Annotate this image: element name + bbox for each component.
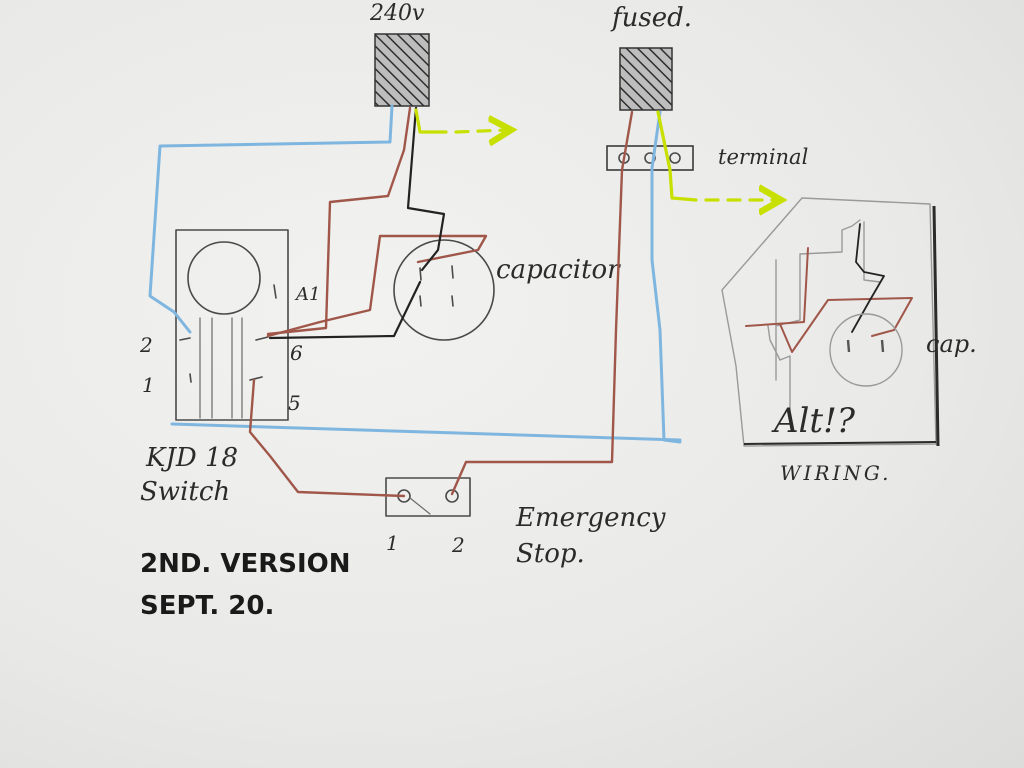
label-pin-2: 2 [139, 333, 153, 357]
label-a1: A1 [294, 284, 320, 305]
supply-plug-240v [374, 33, 430, 107]
version-line-1: 2ND. VERSION [140, 549, 351, 579]
blue-wire [148, 104, 682, 444]
label-pin-1: 1 [142, 373, 155, 397]
terminal-block [606, 145, 694, 171]
label-alt-cap: cap. [926, 330, 977, 358]
switch-label-line2: Switch [140, 477, 230, 507]
label-capacitor: capacitor [496, 255, 621, 285]
label-alt-wiring: WIRING. [780, 461, 892, 485]
estop-label-line1: Emergency [515, 503, 666, 533]
label-alt: Alt!? [771, 401, 856, 441]
black-wire [268, 106, 446, 340]
alt-wiring-box [721, 197, 940, 447]
earth-arrow-lower [656, 110, 778, 200]
fused-plug [619, 47, 673, 111]
brown-wire [248, 106, 634, 498]
switch-label-line1: KJD 18 [145, 443, 238, 473]
label-fused: fused. [610, 3, 692, 33]
label-pin-6: 6 [290, 341, 303, 365]
kjd18-switch [175, 229, 289, 421]
label-240v: 240v [369, 1, 425, 26]
version-line-2: SEPT. 20. [140, 591, 274, 621]
emergency-stop [385, 477, 471, 517]
label-pin-5: 5 [288, 391, 301, 415]
estop-pin-1: 1 [386, 531, 399, 555]
earth-arrow-upper [414, 108, 508, 132]
label-terminal: terminal [718, 145, 808, 169]
capacitor [393, 239, 495, 341]
estop-pin-2: 2 [451, 533, 465, 557]
estop-label-line2: Stop. [516, 539, 585, 569]
